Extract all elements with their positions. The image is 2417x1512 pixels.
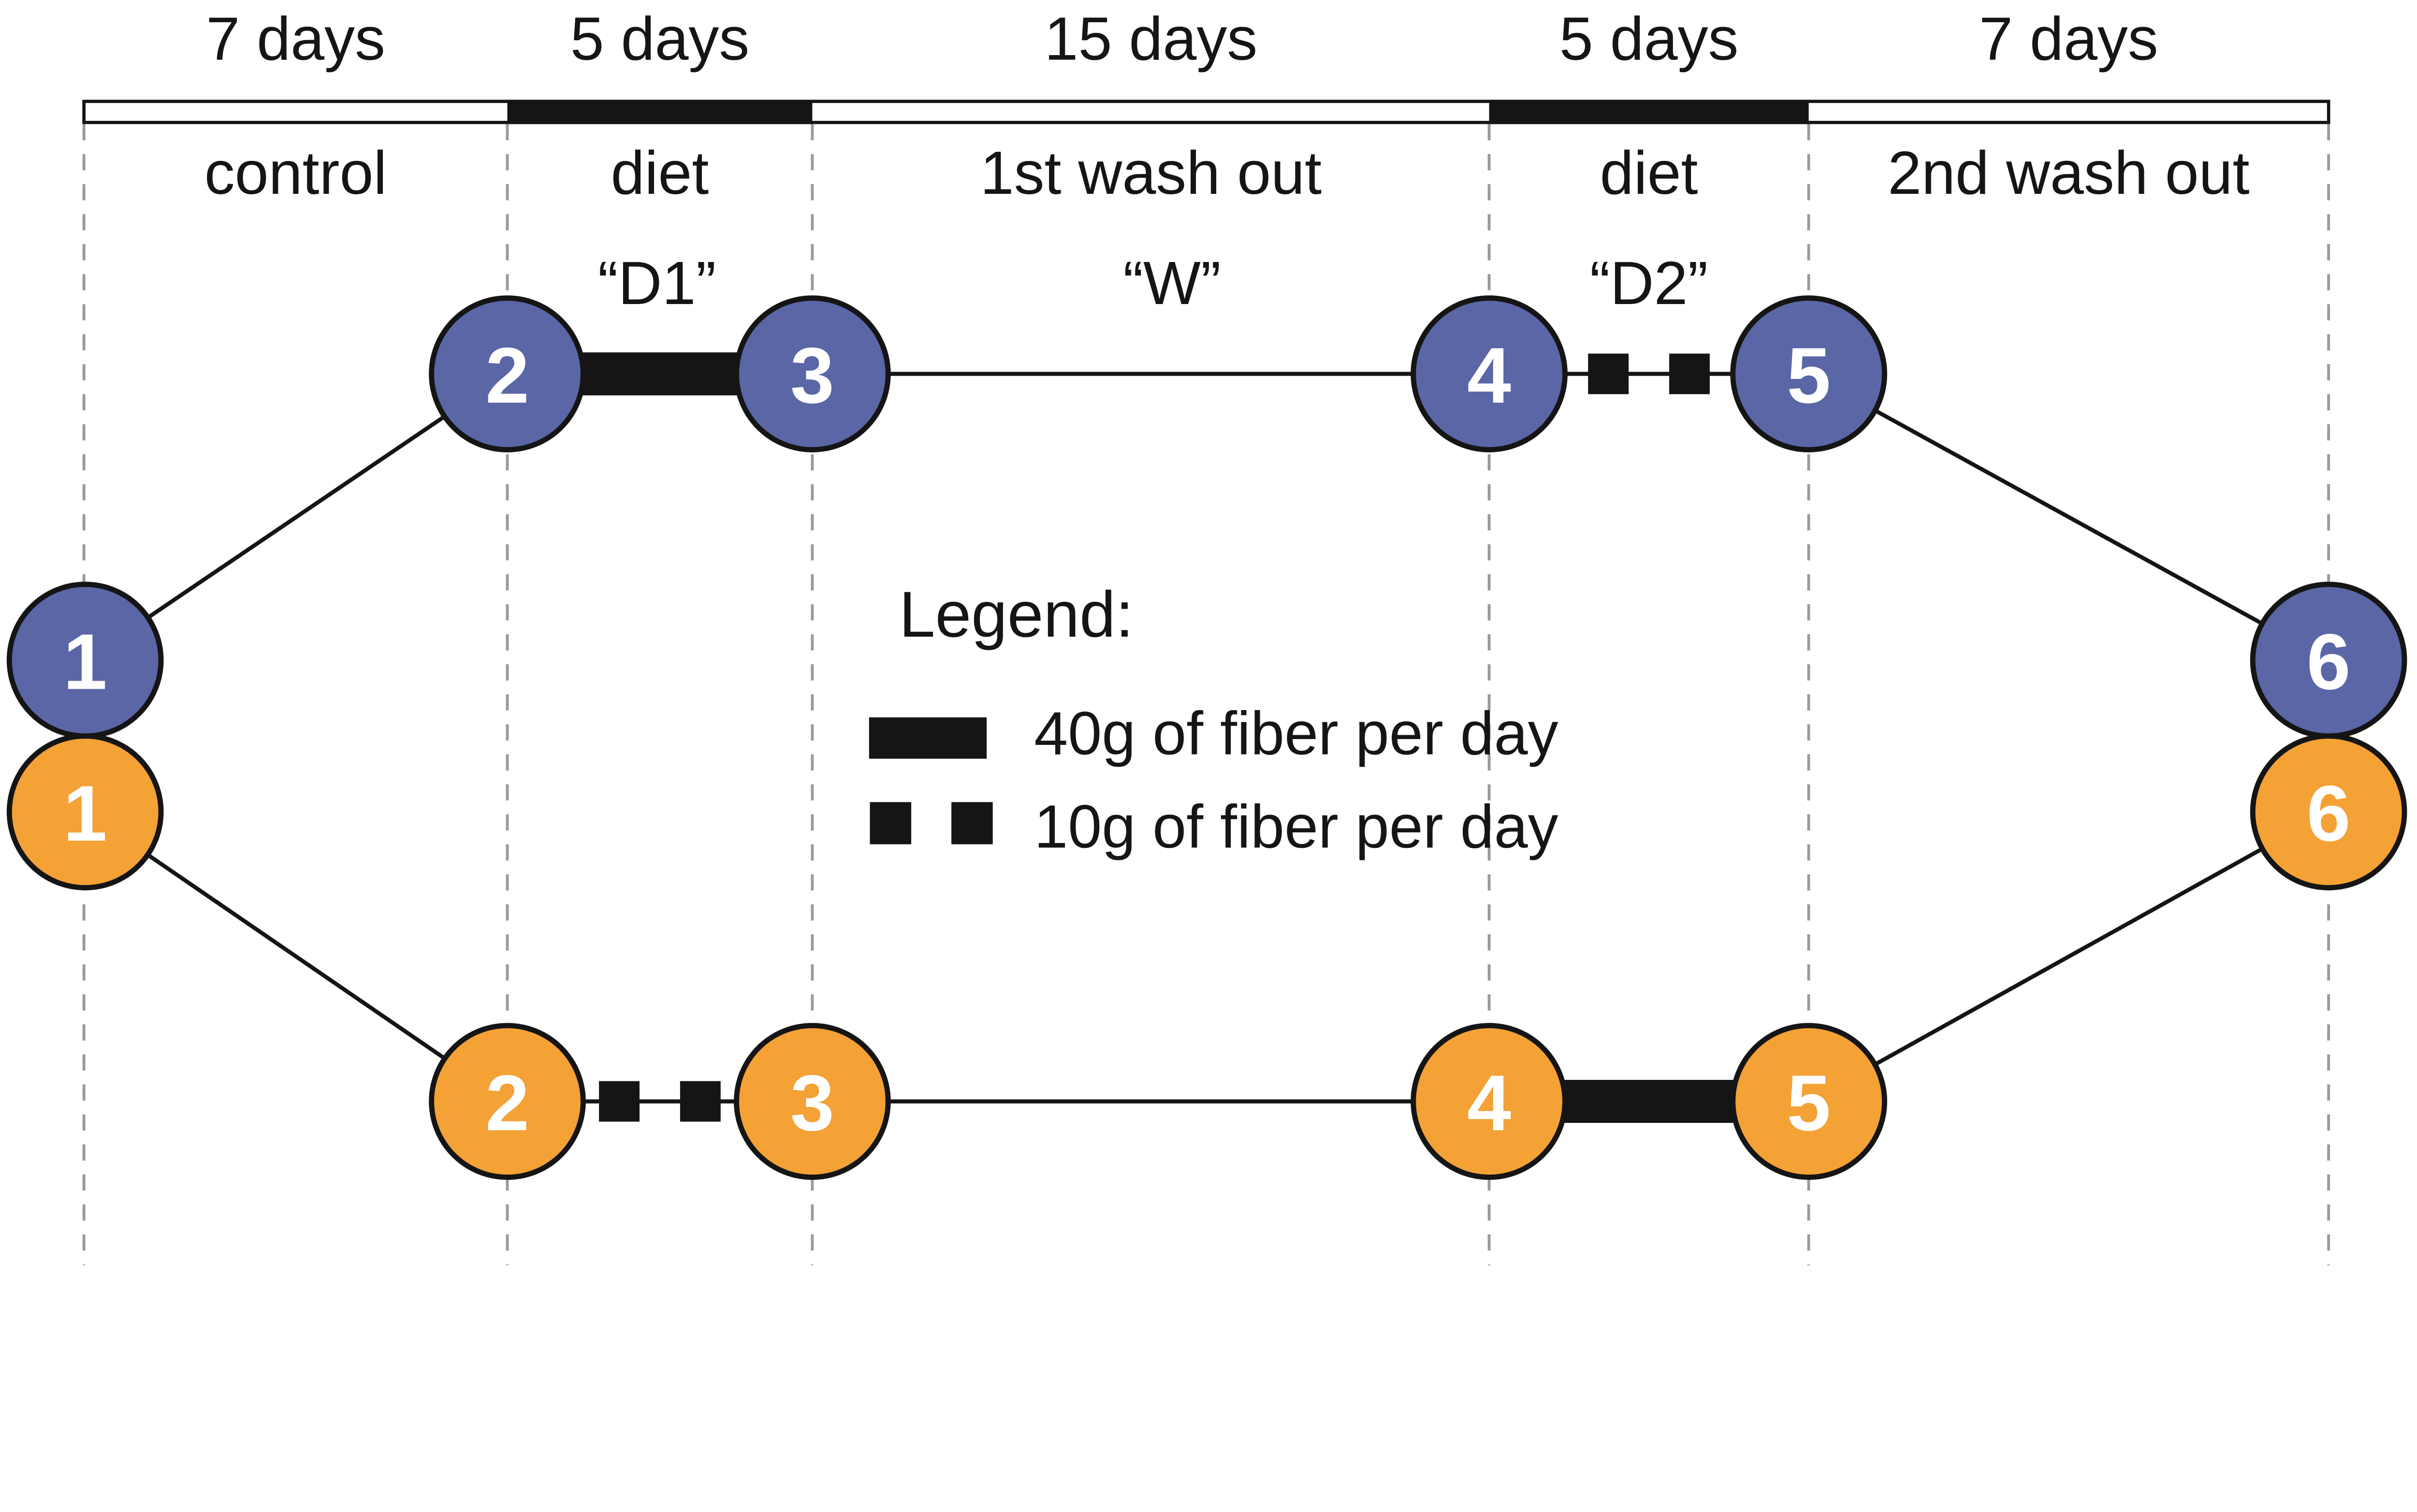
legend-10g-swatch-a: [870, 802, 912, 844]
fiber-10g-square-top-4-5-a: [1588, 353, 1629, 394]
arm-bottom-nodes: 1 2 3 4 5 6: [6, 733, 2407, 1180]
condition-labels: “D1” “W” “D2”: [598, 249, 1708, 317]
legend-title: Legend:: [899, 578, 1134, 651]
legend-item-label-10g: 10g of fiber per day: [1034, 792, 1558, 860]
connector-bottom-1-2: [84, 810, 509, 1103]
visit-number-bottom-5: 5: [1787, 1059, 1831, 1147]
visit-number-top-5: 5: [1787, 331, 1831, 420]
diet-segment-1-fill: [507, 100, 813, 124]
fiber-10g-square-top-4-5-b: [1669, 353, 1710, 394]
condition-label-w: “W”: [1123, 249, 1221, 317]
diet-segment-2-fill: [1489, 100, 1809, 124]
duration-label-3: 15 days: [1045, 4, 1258, 73]
connector-bottom-5-6: [1807, 810, 2330, 1104]
visit-node-bottom-1: [6, 733, 164, 890]
diagram-canvas: 7 days 5 days 15 days 5 days 7 days cont…: [6, 4, 2407, 1265]
visit-node-bottom-5: [1730, 1023, 1887, 1180]
timeline-bar-outline: [82, 100, 2330, 124]
visit-number-top-2: 2: [485, 331, 529, 420]
visit-number-bottom-1: 1: [63, 769, 107, 858]
visit-node-bottom-6: [2250, 733, 2407, 890]
phase-label-control: control: [204, 139, 387, 207]
legend-item-label-40g: 40g of fiber per day: [1034, 699, 1558, 767]
duration-label-2: 5 days: [570, 4, 750, 73]
visit-number-bottom-4: 4: [1467, 1059, 1511, 1147]
phase-label-diet-2: diet: [1600, 139, 1698, 207]
visit-number-bottom-6: 6: [2307, 769, 2351, 858]
visit-number-bottom-3: 3: [790, 1059, 834, 1147]
visit-number-top-3: 3: [790, 331, 834, 420]
arm-top-nodes: 1 2 3 4 5 6: [6, 295, 2407, 739]
legend: Legend: 40g of fiber per day 10g of fibe…: [869, 578, 1558, 860]
visit-node-bottom-3: [734, 1023, 891, 1180]
condition-label-d1: “D1”: [598, 249, 716, 317]
duration-labels: 7 days 5 days 15 days 5 days 7 days: [206, 4, 2158, 73]
visit-node-bottom-4: [1411, 1023, 1568, 1180]
phase-label-washout-1: 1st wash out: [980, 139, 1322, 207]
visit-number-top-4: 4: [1467, 331, 1511, 420]
duration-label-5: 7 days: [1979, 4, 2158, 73]
connector-top-1-2: [84, 372, 509, 662]
visit-node-top-5: [1730, 295, 1887, 452]
study-design-figure: 7 days 5 days 15 days 5 days 7 days cont…: [6, 4, 2407, 1265]
phase-label-diet-1: diet: [611, 139, 709, 207]
fiber-10g-square-bottom-2-3-b: [680, 1081, 721, 1122]
visit-node-top-4: [1411, 295, 1568, 452]
legend-10g-swatch-b: [951, 802, 993, 844]
timeline-bar: [82, 100, 2330, 124]
duration-label-4: 5 days: [1559, 4, 1739, 73]
phase-label-washout-2: 2nd wash out: [1888, 139, 2250, 207]
duration-label-1: 7 days: [206, 4, 385, 73]
condition-label-d2: “D2”: [1590, 249, 1708, 317]
visit-number-top-1: 1: [63, 617, 107, 706]
legend-40g-swatch: [869, 717, 987, 759]
visit-node-bottom-2: [429, 1023, 586, 1180]
visit-number-bottom-2: 2: [485, 1059, 529, 1147]
phase-labels: control diet 1st wash out diet 2nd wash …: [204, 139, 2250, 207]
visit-node-top-3: [734, 295, 891, 452]
fiber-10g-square-bottom-2-3-a: [599, 1081, 640, 1122]
connectors: [84, 372, 2330, 1104]
connector-top-5-6: [1807, 372, 2330, 662]
visit-node-top-2: [429, 295, 586, 452]
visit-number-top-6: 6: [2307, 617, 2351, 706]
